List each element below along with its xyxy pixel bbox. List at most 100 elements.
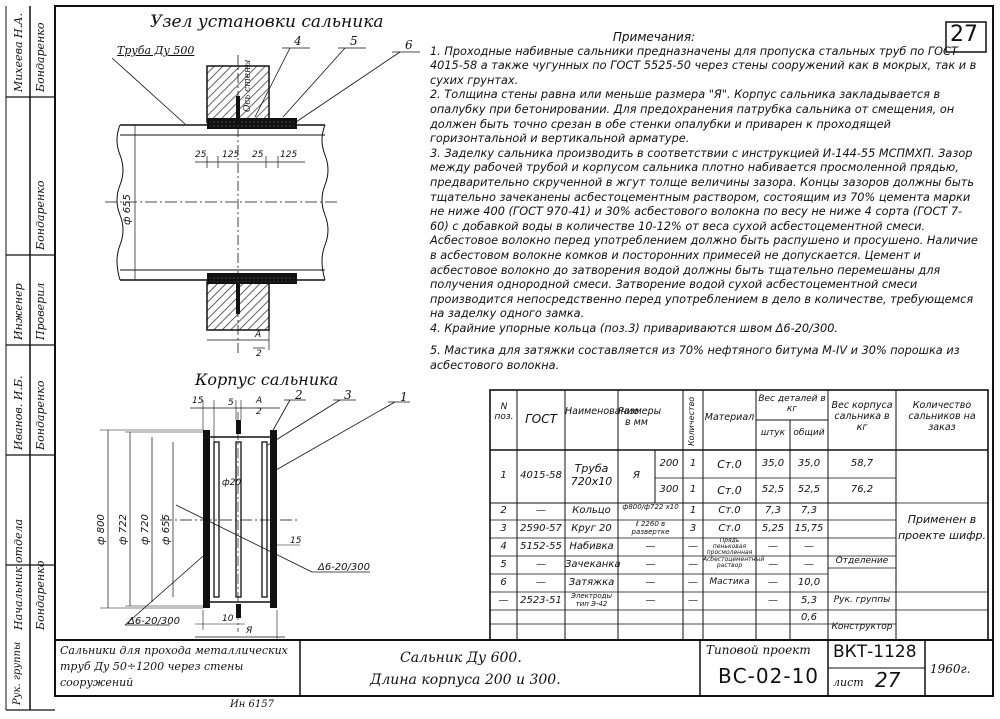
row1-size-a: Я [633, 470, 640, 481]
body-diam-722: ф 722 [118, 514, 129, 545]
row2-material: Ст.0 [718, 505, 741, 516]
page-number: 27 [950, 22, 978, 47]
row7-name: Электроды тип Э-42 [570, 592, 613, 608]
row4-material: Прядь пеньковая просмоленная [706, 537, 753, 556]
body-dim-2-top: 2 [256, 407, 262, 417]
assembly-pos5: 5 [350, 34, 358, 48]
sheet-number: 27 [875, 668, 901, 692]
row6-qty: — [688, 577, 698, 588]
title-line2: Длина корпуса 200 и 300. [370, 672, 561, 688]
row5-w1: — [768, 559, 778, 570]
body-diam-20: ф20 [222, 478, 242, 488]
th-body-weight: Вес корпуса сальника в кг [831, 400, 893, 433]
side-stamp-role-6: Михеева Н.А. [12, 13, 25, 92]
row1b-qty: 1 [689, 484, 697, 495]
th-pos: N поз. [494, 402, 514, 422]
row1b-body: 76,2 [850, 484, 874, 495]
row3-pos: 3 [500, 523, 507, 534]
th-name: Наименование [565, 406, 639, 417]
th-size: Размеры в мм [618, 406, 662, 428]
th-weight-one: штук [760, 428, 786, 438]
body-diam-655: ф 655 [161, 514, 172, 545]
row4-name: Набивка [569, 541, 614, 552]
row3-material: Ст.0 [718, 523, 741, 534]
row2-wt: 7,3 [801, 505, 817, 516]
row1-body: 58,7 [850, 458, 874, 469]
row1-name: Труба 720x10 [570, 462, 613, 488]
body-view [100, 399, 410, 640]
project-code: ВС-02-10 [718, 664, 820, 688]
side-stamp-role-3: Иванов. И.Б. [12, 375, 25, 451]
notes-heading: Примечания: [612, 30, 696, 44]
signoff-1: Отделение [835, 556, 889, 566]
row1-size: 200 [659, 458, 679, 469]
note-2: 2. Толщина стены равна или меньше размер… [430, 88, 955, 146]
body-diam-720: ф 720 [140, 514, 151, 545]
spec-table-grid [489, 389, 989, 641]
assembly-title: Узел установки сальника [150, 12, 384, 32]
body-title: Корпус сальника [195, 370, 339, 389]
row4-w1: — [768, 541, 778, 552]
note-4: 4. Крайние упорные кольца (поз.3) привар… [430, 321, 839, 335]
row7-pos: — [498, 595, 509, 606]
body-dim-5: 5 [228, 398, 234, 408]
row1-pos: 1 [500, 470, 507, 481]
side-stamp-name-3: Бондаренко [34, 380, 47, 450]
body-dim-15-right: 15 [290, 536, 302, 546]
dim-125-right: 125 [280, 150, 298, 160]
row4-gost: 5152-55 [520, 541, 562, 552]
row1-w1: 35,0 [761, 458, 785, 469]
row2-w1: 7,3 [765, 505, 781, 516]
typical-project-label: Типовой проект [706, 643, 811, 657]
dim-a-assembly: А [255, 330, 262, 340]
row6-gost: — [536, 577, 546, 588]
body-dim-a-bottom: Я [246, 626, 253, 636]
wall-axis-label: Ось стены [243, 59, 253, 112]
th-material: Материал [704, 412, 755, 423]
row2-gost: — [536, 505, 546, 516]
row5-gost: — [536, 559, 546, 570]
title-description: Сальники для прохода металлических труб … [60, 644, 288, 689]
note-1: 1. Проходные набивные сальники предназна… [430, 44, 977, 87]
row1-material: Ст.0 [717, 458, 742, 471]
body-weld-left: Δ6-20/300 [128, 616, 180, 627]
note-5: 5. Мастика для затяжки составляется из 7… [430, 344, 960, 373]
title-block-grid [55, 639, 993, 696]
row7-size: — [645, 595, 656, 606]
row6-w1: — [768, 577, 778, 588]
row1b-w1: 52,5 [761, 484, 785, 495]
row6-pos: 6 [500, 577, 507, 588]
row3-wt: 15,75 [794, 523, 824, 534]
row2-qty: 1 [689, 505, 697, 516]
row6-material: Мастика [709, 577, 750, 587]
th-order-qty: Количество сальников на заказ [908, 400, 976, 433]
side-stamp-role-2: Начальник отдела [12, 518, 25, 630]
row7-wt: 5,3 [801, 595, 817, 606]
year: 1960г. [930, 662, 971, 676]
row1-wt: 35,0 [797, 458, 821, 469]
row3-size: ℓ 2260 в развертке [631, 520, 670, 536]
row1b-wt: 52,5 [797, 484, 821, 495]
row4-qty: — [688, 541, 698, 552]
row4-pos: 4 [500, 541, 507, 552]
side-stamp-name-6: Бондаренко [34, 22, 47, 92]
body-dim-15-top: 15 [192, 396, 204, 406]
row3-gost: 2590-57 [520, 523, 562, 534]
bottom-stamp: Ин 6157 [230, 699, 274, 710]
th-gost: ГОСТ [525, 412, 557, 426]
sheet-code: ВКТ-1128 [833, 642, 917, 662]
row3-qty: 3 [689, 523, 697, 534]
title-line1: Сальник Ду 600. [400, 650, 522, 666]
row3-name: Круг 20 [571, 523, 612, 534]
dim-25-left: 25 [195, 150, 207, 160]
assembly-view [105, 47, 420, 355]
assembly-pos6: 6 [405, 38, 413, 52]
row7-qty: — [688, 595, 698, 606]
row2-name: Кольцо [572, 505, 611, 516]
row1-gost: 4015-58 [520, 470, 562, 481]
row6-size: — [645, 577, 656, 588]
th-weight-group: Вес деталей в кг [758, 394, 826, 414]
signoff-3: Конструктор [831, 622, 893, 632]
body-pos3: 3 [344, 388, 352, 402]
row6-wt: 10,0 [797, 577, 821, 588]
